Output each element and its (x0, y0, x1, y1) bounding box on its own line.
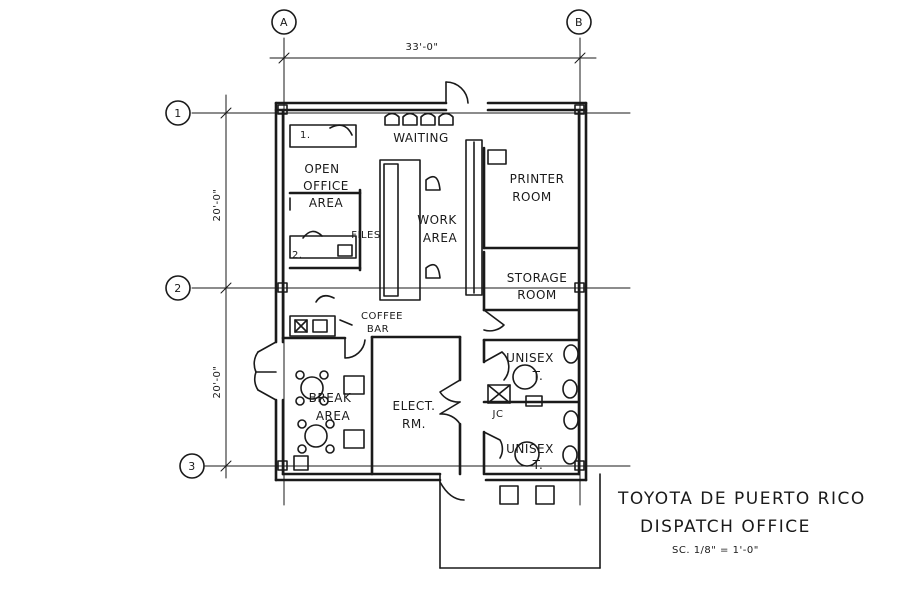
label-break-area-line1: BREAK (309, 391, 352, 405)
label-storage-room-line1: STORAGE (507, 271, 568, 285)
label-files: FILES (351, 230, 380, 241)
dimension-left-upper: 20'-0" (212, 94, 232, 301)
svg-text:B: B (575, 16, 583, 29)
entrance-door (445, 81, 469, 104)
grid-bubble-3: 3 (179, 453, 205, 479)
side-entrance-door (253, 341, 277, 401)
title-line-1: TOYOTA DE PUERTO RICO (617, 489, 866, 509)
label-unisex-1-line2: T. (532, 369, 544, 383)
label-janitor-closet: JC (492, 409, 504, 420)
dimension-left-lower: 20'-0" (212, 279, 232, 479)
label-break-area-line2: AREA (316, 409, 351, 423)
label-desk-1: 1. (300, 130, 311, 141)
grid-bubble-b: B (566, 9, 592, 35)
printer (487, 149, 507, 165)
structural-columns (277, 104, 585, 471)
label-unisex-2-line2: T. (532, 458, 544, 472)
coffee-bar-counter (289, 294, 353, 337)
label-unisex-1-line1: UNISEX (506, 351, 554, 365)
open-office-desks (289, 124, 357, 259)
label-work-area-line2: AREA (423, 231, 458, 245)
label-open-office-line1: OPEN (304, 162, 339, 176)
work-area-counter (379, 139, 483, 301)
svg-text:1: 1 (174, 107, 182, 120)
grid-bubble-1: 1 (165, 100, 191, 126)
label-printer-room-line2: ROOM (512, 190, 552, 204)
svg-text:2: 2 (174, 282, 182, 295)
restroom-fixtures (487, 344, 579, 467)
svg-text:20'-0": 20'-0" (212, 188, 223, 221)
svg-text:3: 3 (188, 460, 196, 473)
svg-text:A: A (280, 16, 288, 29)
label-unisex-2-line1: UNISEX (506, 442, 554, 456)
label-elect-rm-line2: RM. (402, 417, 426, 431)
label-open-office-line2: OFFICE (303, 179, 349, 193)
break-area-furniture (293, 370, 365, 471)
grid-bubble-2: 2 (165, 275, 191, 301)
label-coffee-bar-line2: BAR (367, 324, 389, 335)
waiting-chairs (384, 112, 454, 126)
entry-canopy (439, 473, 601, 569)
exterior-walls (274, 101, 588, 482)
dimension-top: 33'-0" (269, 42, 597, 64)
label-printer-room-line1: PRINTER (510, 172, 565, 186)
label-open-office-line3: AREA (309, 196, 344, 210)
label-elect-rm-line1: ELECT. (393, 399, 436, 413)
svg-text:33'-0": 33'-0" (405, 42, 438, 53)
interior-walls (281, 146, 581, 476)
label-work-area-line1: WORK (417, 213, 457, 227)
grid-bubble-a: A (271, 9, 297, 35)
interior-doors (344, 309, 510, 459)
svg-text:20'-0": 20'-0" (212, 365, 223, 398)
label-coffee-bar-line1: COFFEE (361, 311, 403, 322)
title-line-2: DISPATCH OFFICE (640, 517, 811, 537)
label-waiting: WAITING (393, 131, 449, 145)
label-desk-2: 2. (292, 250, 303, 261)
scale-note: SC. 1/8" = 1'-0" (672, 545, 759, 556)
label-storage-room-line2: ROOM (517, 288, 557, 302)
